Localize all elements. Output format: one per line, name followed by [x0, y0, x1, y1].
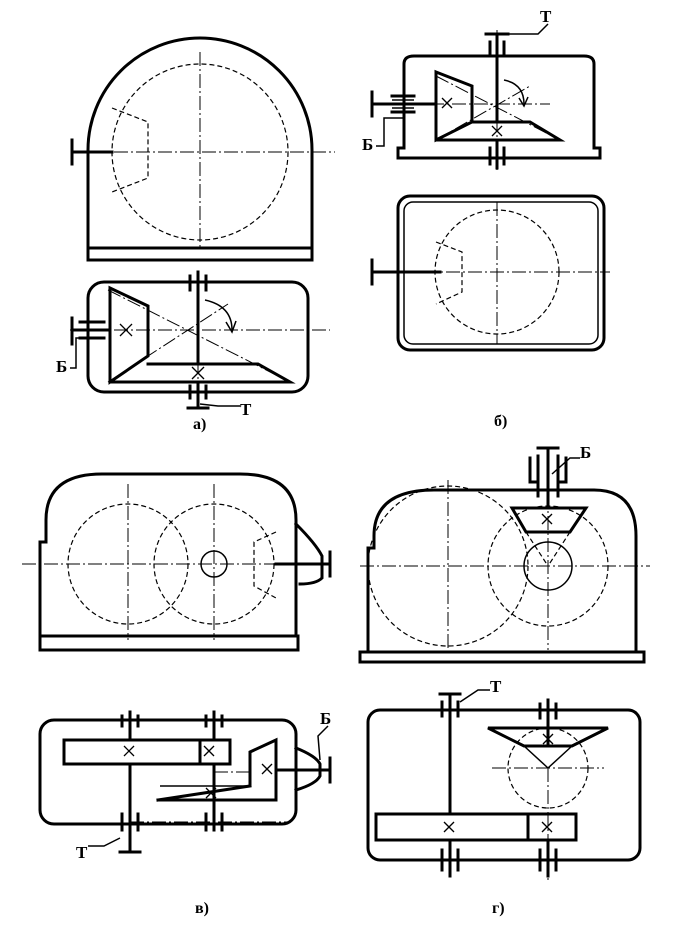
variant-a-front-view — [70, 36, 335, 262]
housing-plan-outline — [366, 708, 642, 862]
bevel-pinion — [434, 69, 474, 143]
input-leader — [70, 337, 86, 369]
bevel-pinion-hidden — [111, 107, 149, 193]
input-label: Б — [362, 135, 373, 154]
input-label: Б — [56, 357, 67, 376]
housing-outline — [86, 36, 314, 250]
bearing-cap — [528, 456, 568, 484]
housing-outline — [396, 54, 602, 160]
output-label: Т — [540, 7, 552, 26]
housing-outline — [38, 472, 298, 638]
housing-base — [358, 650, 646, 664]
input-leader — [317, 725, 329, 761]
spur-gear-wide — [62, 738, 232, 766]
variant-b-plan-view — [370, 194, 610, 352]
output-leader — [508, 23, 549, 35]
output-leader — [88, 837, 121, 847]
variant-caption: б) — [494, 413, 507, 430]
variant-caption: г) — [492, 900, 505, 917]
bearing-cap — [293, 521, 324, 586]
bevel-pinion-hidden — [435, 241, 463, 305]
housing-outline — [366, 488, 638, 654]
output-label: Т — [76, 843, 88, 862]
variant-caption: а) — [193, 416, 206, 433]
output-label: Т — [490, 677, 502, 696]
variant-v-plan-view: Б Т — [38, 709, 332, 862]
bevel-pinion — [108, 285, 150, 385]
variant-a-plan-view: Б Т а) — [56, 270, 330, 433]
output-leader — [459, 689, 490, 703]
housing-plan-outline — [38, 718, 298, 826]
input-label: Б — [580, 443, 591, 462]
input-leader — [376, 117, 404, 147]
rotation-arrow — [503, 79, 525, 105]
variant-g-front-view: Б — [358, 443, 650, 664]
bevel-gear — [156, 737, 278, 802]
spur-gear-wide — [374, 812, 578, 842]
input-label: Б — [320, 709, 331, 728]
bevel-pinion-hidden — [253, 531, 277, 599]
bearing-cap — [294, 746, 322, 792]
bevel-gear — [108, 362, 296, 384]
housing-base — [86, 246, 314, 262]
housing-base — [38, 634, 300, 652]
rotation-arrow — [204, 299, 233, 331]
variant-b-side-view: Т Б — [362, 7, 602, 170]
variant-v: Б Т в) — [22, 472, 332, 917]
output-leader — [199, 403, 240, 407]
output-label: Т — [240, 400, 252, 419]
variant-g-plan-view: Т — [366, 677, 642, 880]
variant-g: Б Т г) — [358, 443, 650, 917]
input-leader — [551, 457, 580, 475]
rotation-arrow-head — [225, 320, 237, 334]
variant-b: Т Б б) — [362, 7, 610, 430]
variant-a: Б Т а) — [56, 36, 335, 433]
variant-caption: в) — [195, 900, 209, 917]
variant-v-front-view — [22, 472, 332, 652]
